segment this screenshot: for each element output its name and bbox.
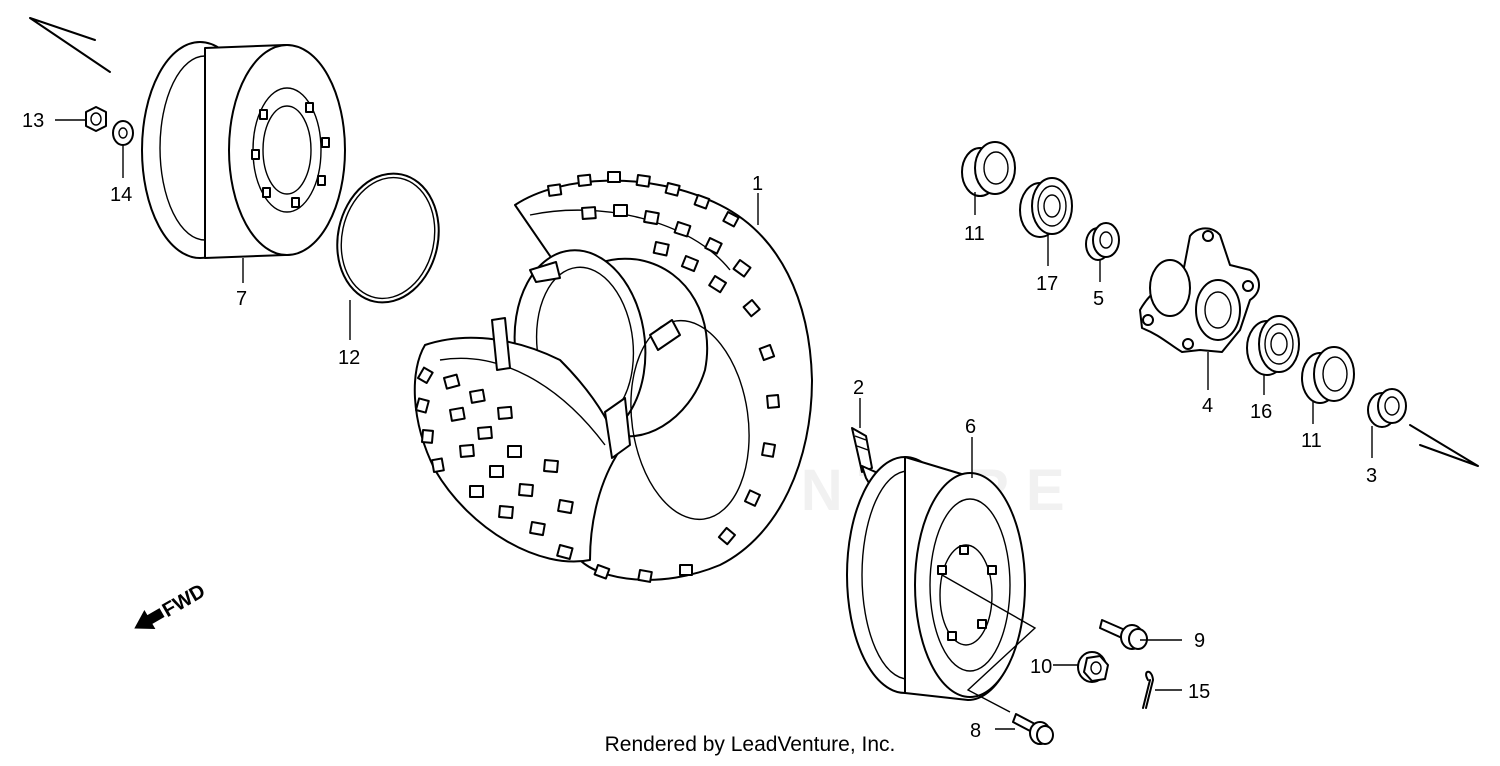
- callout-11-lower: 11: [1301, 430, 1322, 452]
- callout-4: 4: [1202, 395, 1213, 417]
- flange-bolt-8: [1012, 713, 1054, 745]
- callout-12: 12: [338, 347, 360, 369]
- callout-6: 6: [965, 416, 976, 438]
- callout-13: 13: [22, 110, 44, 132]
- tire: [413, 171, 813, 583]
- flange-nut: [85, 106, 107, 132]
- flange-bolt-9: [1099, 619, 1148, 650]
- radial-bearing-16: [1246, 315, 1300, 376]
- arrow-left-icon: [134, 608, 165, 630]
- flange-nut-10: [1077, 651, 1109, 683]
- wheel-hub: [1139, 227, 1260, 353]
- callout-17: 17: [1036, 273, 1058, 295]
- o-ring: [336, 172, 440, 304]
- radial-bearing-17: [1019, 177, 1073, 238]
- wheel-rim-outer: [846, 456, 1026, 701]
- lock-washer: [112, 120, 134, 146]
- orientation-arrow-top-left: [29, 17, 111, 73]
- forward-direction-indicator: FWD: [134, 580, 209, 630]
- oil-seal-lower: [1301, 346, 1355, 404]
- callout-5: 5: [1093, 288, 1104, 310]
- orientation-arrow-bottom-right: [1409, 424, 1479, 467]
- callout-15: 15: [1188, 681, 1210, 703]
- oil-seal-upper: [961, 141, 1016, 197]
- render-credit: Rendered by LeadVenture, Inc.: [605, 733, 896, 756]
- callout-1: 1: [752, 173, 763, 195]
- callout-16: 16: [1250, 401, 1272, 423]
- wheel-rim-inner: [141, 41, 346, 259]
- callout-11-upper: 11: [964, 223, 985, 245]
- callout-8: 8: [970, 720, 981, 742]
- fwd-label: FWD: [159, 580, 209, 622]
- callout-7: 7: [236, 288, 247, 310]
- callout-9: 9: [1194, 630, 1205, 652]
- callout-labels: 1 2 3 4 5 6 7 8 9 10 11 11 12 13 14 15 1…: [22, 110, 1377, 742]
- side-collar: [1367, 388, 1407, 428]
- leader-lines: [55, 119, 1373, 730]
- distance-collar: [1085, 222, 1120, 261]
- cotter-pin: [1142, 670, 1154, 709]
- callout-3: 3: [1366, 465, 1377, 487]
- callout-14: 14: [110, 184, 132, 206]
- callout-2: 2: [853, 377, 864, 399]
- callout-10: 10: [1030, 656, 1052, 678]
